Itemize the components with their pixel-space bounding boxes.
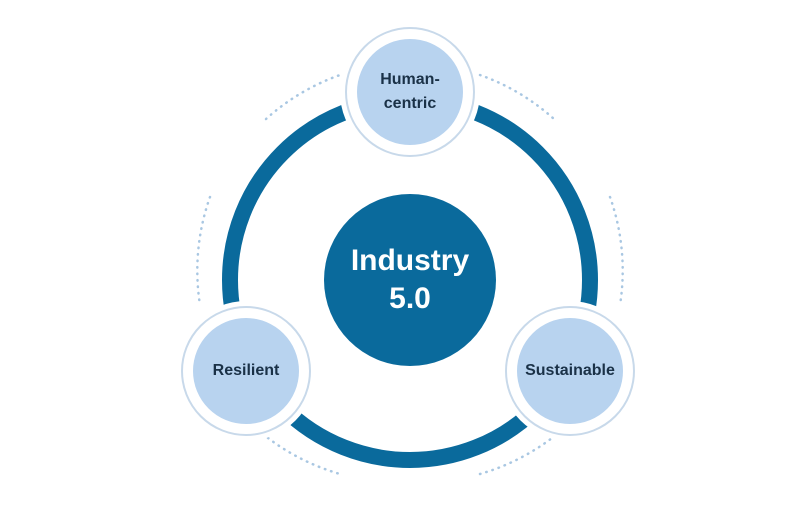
node-top-fill xyxy=(357,39,463,145)
dotted-arc-top-right xyxy=(478,73,556,121)
node-right-label-text: Sustainable xyxy=(525,362,615,379)
dotted-arc-left xyxy=(196,195,212,307)
node-human-centric xyxy=(340,22,480,162)
node-left-label: Resilient xyxy=(186,311,306,431)
dotted-arc-right xyxy=(608,195,624,307)
node-top-label-line2: centric xyxy=(383,95,437,112)
dotted-arc-top-left xyxy=(264,73,342,121)
center-circle xyxy=(324,194,496,366)
node-resilient xyxy=(176,301,316,441)
node-sustainable xyxy=(500,301,640,441)
dotted-arc-bottom-left xyxy=(266,436,342,476)
node-right-fill xyxy=(517,318,623,424)
node-right-label: Sustainable xyxy=(510,311,630,431)
node-left-label-text: Resilient xyxy=(212,362,280,379)
dotted-outer-arcs xyxy=(196,73,624,476)
center-title-line1: Industry xyxy=(350,244,470,277)
dotted-arc-bottom-right xyxy=(478,436,554,476)
node-top-label: Human- centric xyxy=(350,32,470,152)
center-title: Industry 5.0 xyxy=(325,195,495,365)
center-title-line2: 5.0 xyxy=(389,282,431,315)
node-left-fill xyxy=(193,318,299,424)
node-top-label-line1: Human- xyxy=(380,71,440,88)
